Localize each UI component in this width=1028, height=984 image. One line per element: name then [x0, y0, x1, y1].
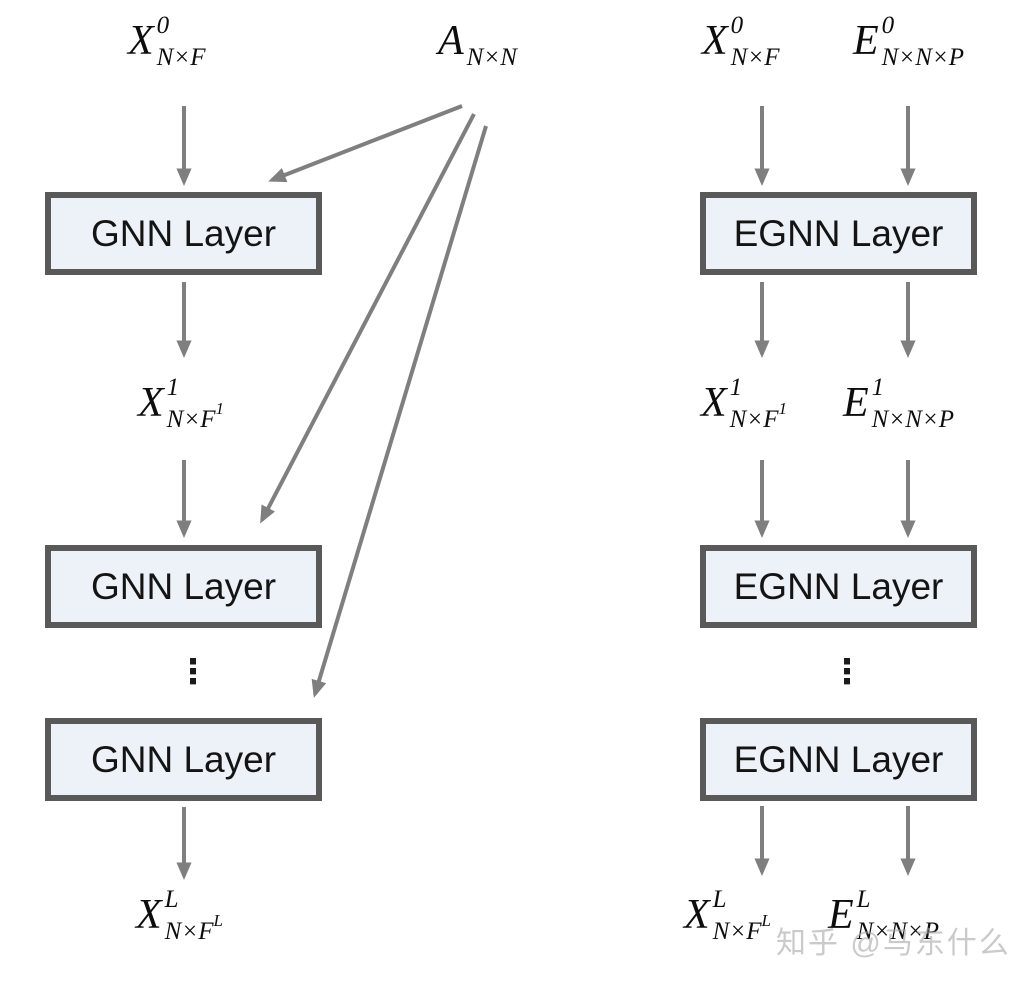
math-scripts: 0 N×F — [730, 12, 780, 71]
math-main: X — [701, 380, 727, 426]
math-main: E — [853, 18, 879, 64]
gnn-layer-1-box: GNN Layer — [45, 192, 322, 275]
math-scripts: L N×N×P — [856, 886, 940, 945]
gnn-layer-3-box: GNN Layer — [45, 718, 322, 801]
math-main: X — [684, 892, 710, 938]
math-main: E — [843, 380, 869, 426]
egnn-layer-3-box: EGNN Layer — [700, 718, 977, 801]
math-scripts: N×N — [466, 44, 517, 71]
egnn-layer-3-label: EGNN Layer — [733, 739, 944, 780]
egnn-layer-1-label: EGNN Layer — [733, 213, 944, 254]
gnn-layer-2-box: GNN Layer — [45, 545, 322, 628]
label-e0: E 0 N×N×P — [853, 13, 964, 70]
math-scripts: 0 N×N×P — [881, 12, 965, 71]
egnn-layer-2-label: EGNN Layer — [733, 566, 944, 607]
math-scripts: 1 N×N×P — [871, 374, 955, 433]
ellipsis-left: ⋮ — [176, 652, 210, 692]
label-x0-left: X 0 N×F — [128, 13, 205, 70]
math-main: X — [128, 18, 154, 64]
label-x0-right: X 0 N×F — [702, 13, 779, 70]
label-adjacency-a: A N×N — [438, 20, 517, 70]
math-main: E — [828, 892, 854, 938]
arrow-a-to-gnn1 — [268, 104, 463, 183]
egnn-layer-2-box: EGNN Layer — [700, 545, 977, 628]
gnn-layer-2-label: GNN Layer — [90, 566, 277, 607]
label-el: E L N×N×P — [828, 887, 939, 944]
gnn-layer-1-label: GNN Layer — [90, 213, 277, 254]
zhihu-watermark: 知乎 @马东什么 — [776, 927, 1011, 960]
gnn-layer-3-label: GNN Layer — [90, 739, 277, 780]
egnn-layer-1-box: EGNN Layer — [700, 192, 977, 275]
math-main: X — [136, 892, 162, 938]
label-e1: E 1 N×N×P — [843, 375, 954, 432]
math-main: X — [702, 18, 728, 64]
math-scripts: 0 N×F — [156, 12, 206, 71]
math-main: X — [138, 380, 164, 426]
math-main: A — [438, 18, 464, 64]
arrow-a-to-gnn3 — [311, 125, 488, 698]
arrow-a-to-gnn2 — [260, 113, 476, 524]
ellipsis-right: ⋮ — [830, 652, 864, 692]
